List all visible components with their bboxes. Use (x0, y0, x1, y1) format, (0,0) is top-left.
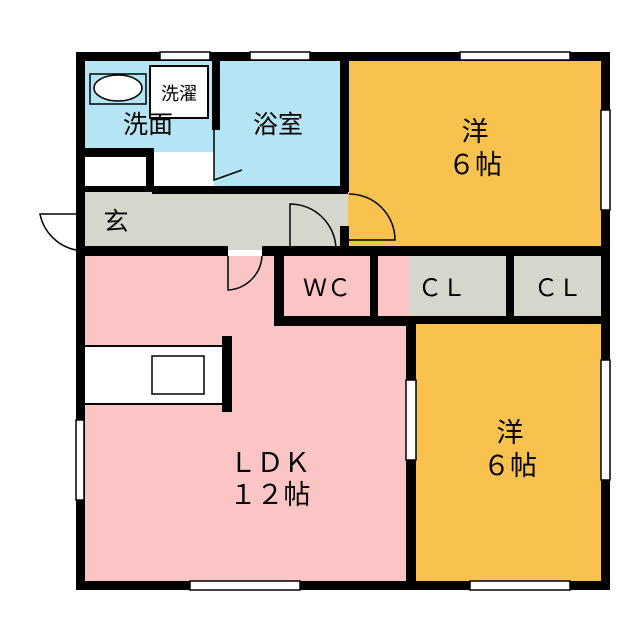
washroom-label: 洗面 (123, 110, 173, 139)
bedroom-bottom (416, 322, 602, 582)
bedroom-bottom-type: 洋 (497, 418, 524, 449)
bath-label: 浴室 (253, 110, 303, 139)
wash-basin-counter (89, 73, 147, 105)
washer-space (149, 65, 209, 119)
doors (39, 130, 396, 291)
bedroom-top-type: 洋 (462, 117, 489, 148)
closet-2 (514, 256, 602, 316)
wash-basin (93, 74, 143, 102)
kitchen-sink (151, 355, 205, 395)
ldk (84, 256, 410, 582)
ldk-type: ＬＤＫ (230, 448, 311, 479)
washer-label: 洗濯 (161, 84, 197, 105)
ldk-size: １２帖 (230, 480, 311, 511)
hallway (150, 192, 348, 250)
closet-2-label: ＣＬ (534, 274, 582, 302)
bedroom-bottom-size: ６帖 (483, 451, 537, 482)
entrance (84, 188, 150, 246)
wc-label: ＷＣ (303, 274, 351, 302)
closet-1-label: ＣＬ (418, 274, 466, 302)
bath (214, 60, 342, 188)
bedroom-top-size: ６帖 (448, 150, 502, 181)
entrance-label: 玄 (103, 207, 128, 236)
windows (75, 51, 611, 591)
kitchen-wall (222, 336, 232, 412)
